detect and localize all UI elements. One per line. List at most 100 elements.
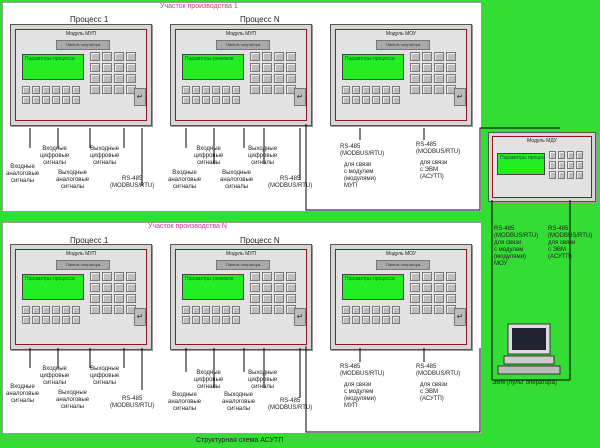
- function-key[interactable]: [72, 96, 80, 104]
- function-key[interactable]: [212, 96, 220, 104]
- function-key[interactable]: [42, 316, 50, 324]
- mdu-key[interactable]: [558, 151, 565, 159]
- numeric-key[interactable]: [114, 283, 124, 292]
- numeric-key[interactable]: [434, 283, 444, 292]
- function-key[interactable]: [222, 96, 230, 104]
- numeric-key[interactable]: [262, 305, 272, 314]
- function-key[interactable]: [42, 96, 50, 104]
- numeric-key[interactable]: [434, 272, 444, 281]
- numeric-key[interactable]: [262, 272, 272, 281]
- function-key[interactable]: [192, 316, 200, 324]
- numeric-key[interactable]: [422, 283, 432, 292]
- function-key[interactable]: [22, 316, 30, 324]
- function-key[interactable]: [382, 306, 390, 314]
- mdu-key[interactable]: [576, 151, 583, 159]
- numeric-key[interactable]: [422, 305, 432, 314]
- numeric-key[interactable]: [446, 272, 456, 281]
- mdu-key[interactable]: [576, 161, 583, 169]
- function-key[interactable]: [202, 316, 210, 324]
- function-key[interactable]: [182, 306, 190, 314]
- numeric-key[interactable]: [286, 63, 296, 72]
- numeric-key[interactable]: [422, 74, 432, 83]
- function-key[interactable]: [192, 306, 200, 314]
- numeric-key[interactable]: [434, 74, 444, 83]
- numeric-key[interactable]: [90, 85, 100, 94]
- function-key[interactable]: [32, 306, 40, 314]
- function-key[interactable]: [362, 96, 370, 104]
- function-key[interactable]: [182, 86, 190, 94]
- mdu-key[interactable]: [549, 171, 556, 179]
- function-key[interactable]: [202, 86, 210, 94]
- function-key[interactable]: [192, 96, 200, 104]
- numeric-key[interactable]: [434, 85, 444, 94]
- function-key[interactable]: [392, 86, 400, 94]
- numeric-key[interactable]: [250, 272, 260, 281]
- numeric-key[interactable]: [274, 85, 284, 94]
- numeric-key[interactable]: [286, 52, 296, 61]
- function-key[interactable]: [392, 96, 400, 104]
- function-key[interactable]: [222, 306, 230, 314]
- numeric-key[interactable]: [410, 63, 420, 72]
- mdu-key[interactable]: [558, 171, 565, 179]
- numeric-key[interactable]: [274, 305, 284, 314]
- numeric-key[interactable]: [102, 85, 112, 94]
- function-key[interactable]: [62, 316, 70, 324]
- function-key[interactable]: [362, 306, 370, 314]
- numeric-key[interactable]: [102, 52, 112, 61]
- numeric-key[interactable]: [102, 63, 112, 72]
- function-key[interactable]: [22, 306, 30, 314]
- numeric-key[interactable]: [262, 52, 272, 61]
- enter-key[interactable]: ↵: [294, 308, 306, 326]
- enter-key[interactable]: ↵: [294, 88, 306, 106]
- numeric-key[interactable]: [126, 283, 136, 292]
- numeric-key[interactable]: [250, 283, 260, 292]
- function-key[interactable]: [52, 96, 60, 104]
- function-key[interactable]: [212, 86, 220, 94]
- function-key[interactable]: [32, 86, 40, 94]
- numeric-key[interactable]: [126, 52, 136, 61]
- numeric-key[interactable]: [250, 63, 260, 72]
- mdu-key[interactable]: [549, 151, 556, 159]
- numeric-key[interactable]: [446, 52, 456, 61]
- function-key[interactable]: [352, 306, 360, 314]
- function-key[interactable]: [352, 86, 360, 94]
- numeric-key[interactable]: [274, 294, 284, 303]
- function-key[interactable]: [182, 316, 190, 324]
- numeric-key[interactable]: [286, 283, 296, 292]
- numeric-key[interactable]: [446, 294, 456, 303]
- function-key[interactable]: [202, 96, 210, 104]
- numeric-key[interactable]: [274, 283, 284, 292]
- function-key[interactable]: [22, 96, 30, 104]
- numeric-key[interactable]: [434, 305, 444, 314]
- function-key[interactable]: [62, 86, 70, 94]
- numeric-key[interactable]: [90, 283, 100, 292]
- numeric-key[interactable]: [90, 63, 100, 72]
- mdu-key[interactable]: [567, 171, 574, 179]
- numeric-key[interactable]: [102, 272, 112, 281]
- function-key[interactable]: [62, 306, 70, 314]
- numeric-key[interactable]: [286, 294, 296, 303]
- numeric-key[interactable]: [410, 85, 420, 94]
- numeric-key[interactable]: [434, 294, 444, 303]
- numeric-key[interactable]: [274, 272, 284, 281]
- mdu-key[interactable]: [549, 161, 556, 169]
- numeric-key[interactable]: [90, 272, 100, 281]
- numeric-key[interactable]: [102, 283, 112, 292]
- numeric-key[interactable]: [90, 305, 100, 314]
- numeric-key[interactable]: [410, 294, 420, 303]
- function-key[interactable]: [42, 306, 50, 314]
- numeric-key[interactable]: [90, 52, 100, 61]
- function-key[interactable]: [362, 86, 370, 94]
- numeric-key[interactable]: [262, 63, 272, 72]
- numeric-key[interactable]: [114, 294, 124, 303]
- numeric-key[interactable]: [250, 52, 260, 61]
- function-key[interactable]: [232, 306, 240, 314]
- enter-key[interactable]: ↵: [454, 308, 466, 326]
- numeric-key[interactable]: [250, 305, 260, 314]
- numeric-key[interactable]: [114, 52, 124, 61]
- numeric-key[interactable]: [274, 52, 284, 61]
- numeric-key[interactable]: [250, 294, 260, 303]
- numeric-key[interactable]: [262, 283, 272, 292]
- function-key[interactable]: [382, 316, 390, 324]
- numeric-key[interactable]: [410, 272, 420, 281]
